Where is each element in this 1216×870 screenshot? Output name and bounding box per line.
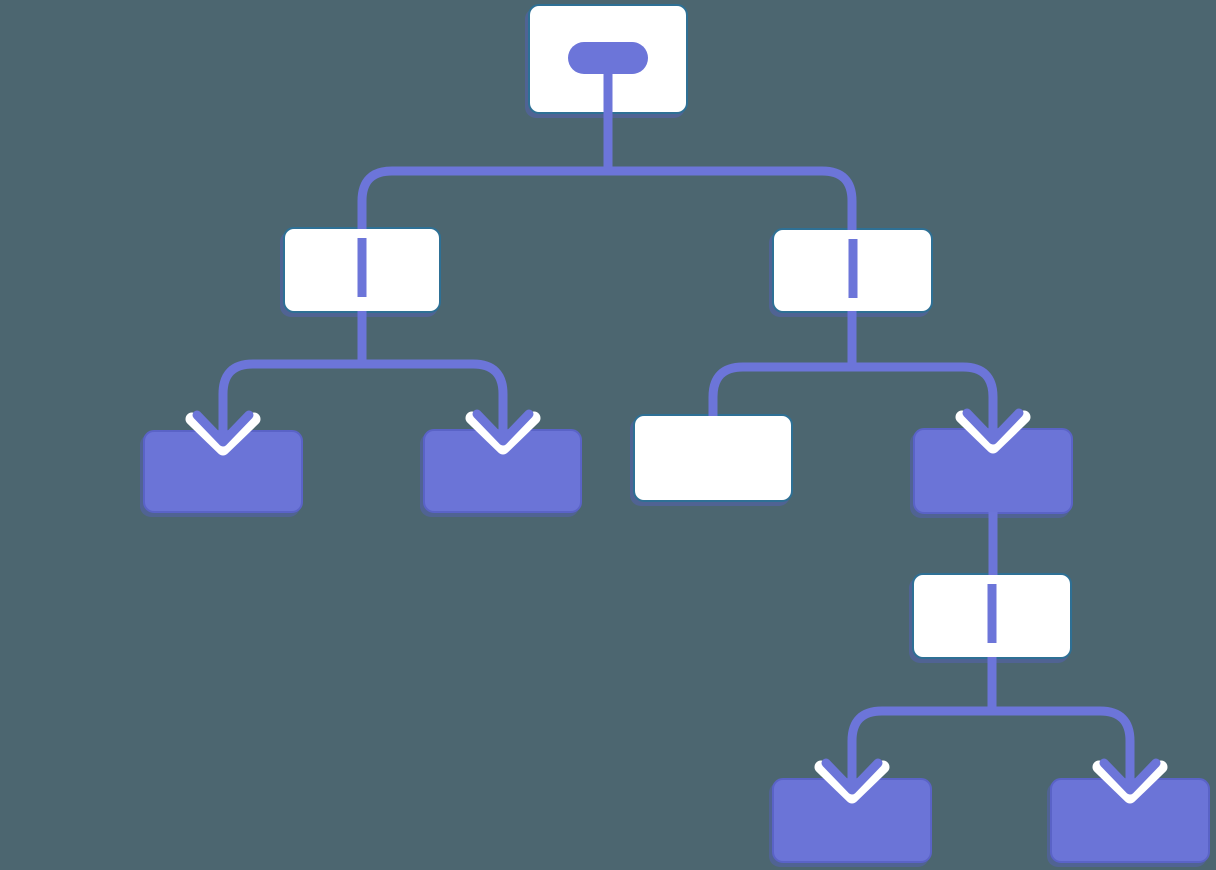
mindmap-node-branch-bottom[interactable] (912, 573, 1072, 659)
collapsed-children-indicator (357, 238, 367, 297)
collapsed-children-indicator (987, 584, 997, 643)
mindmap-node-leaf-bottom-left[interactable] (772, 778, 932, 863)
mindmap-node-branch-purple[interactable] (913, 428, 1073, 514)
mindmap-node-leaf-white[interactable] (633, 414, 793, 502)
root-topic-pill (568, 42, 648, 74)
mindmap-node-leaf-mid-left[interactable] (423, 429, 582, 513)
collapsed-children-indicator (848, 239, 857, 298)
root-topic-stem (603, 64, 613, 112)
mindmap-node-root[interactable] (528, 4, 688, 114)
mindmap-node-branch-left[interactable] (283, 227, 441, 313)
mindmap-node-branch-right[interactable] (772, 228, 933, 313)
mindmap-node-leaf-far-left[interactable] (143, 430, 303, 513)
mindmap-node-leaf-bottom-right[interactable] (1050, 778, 1210, 863)
